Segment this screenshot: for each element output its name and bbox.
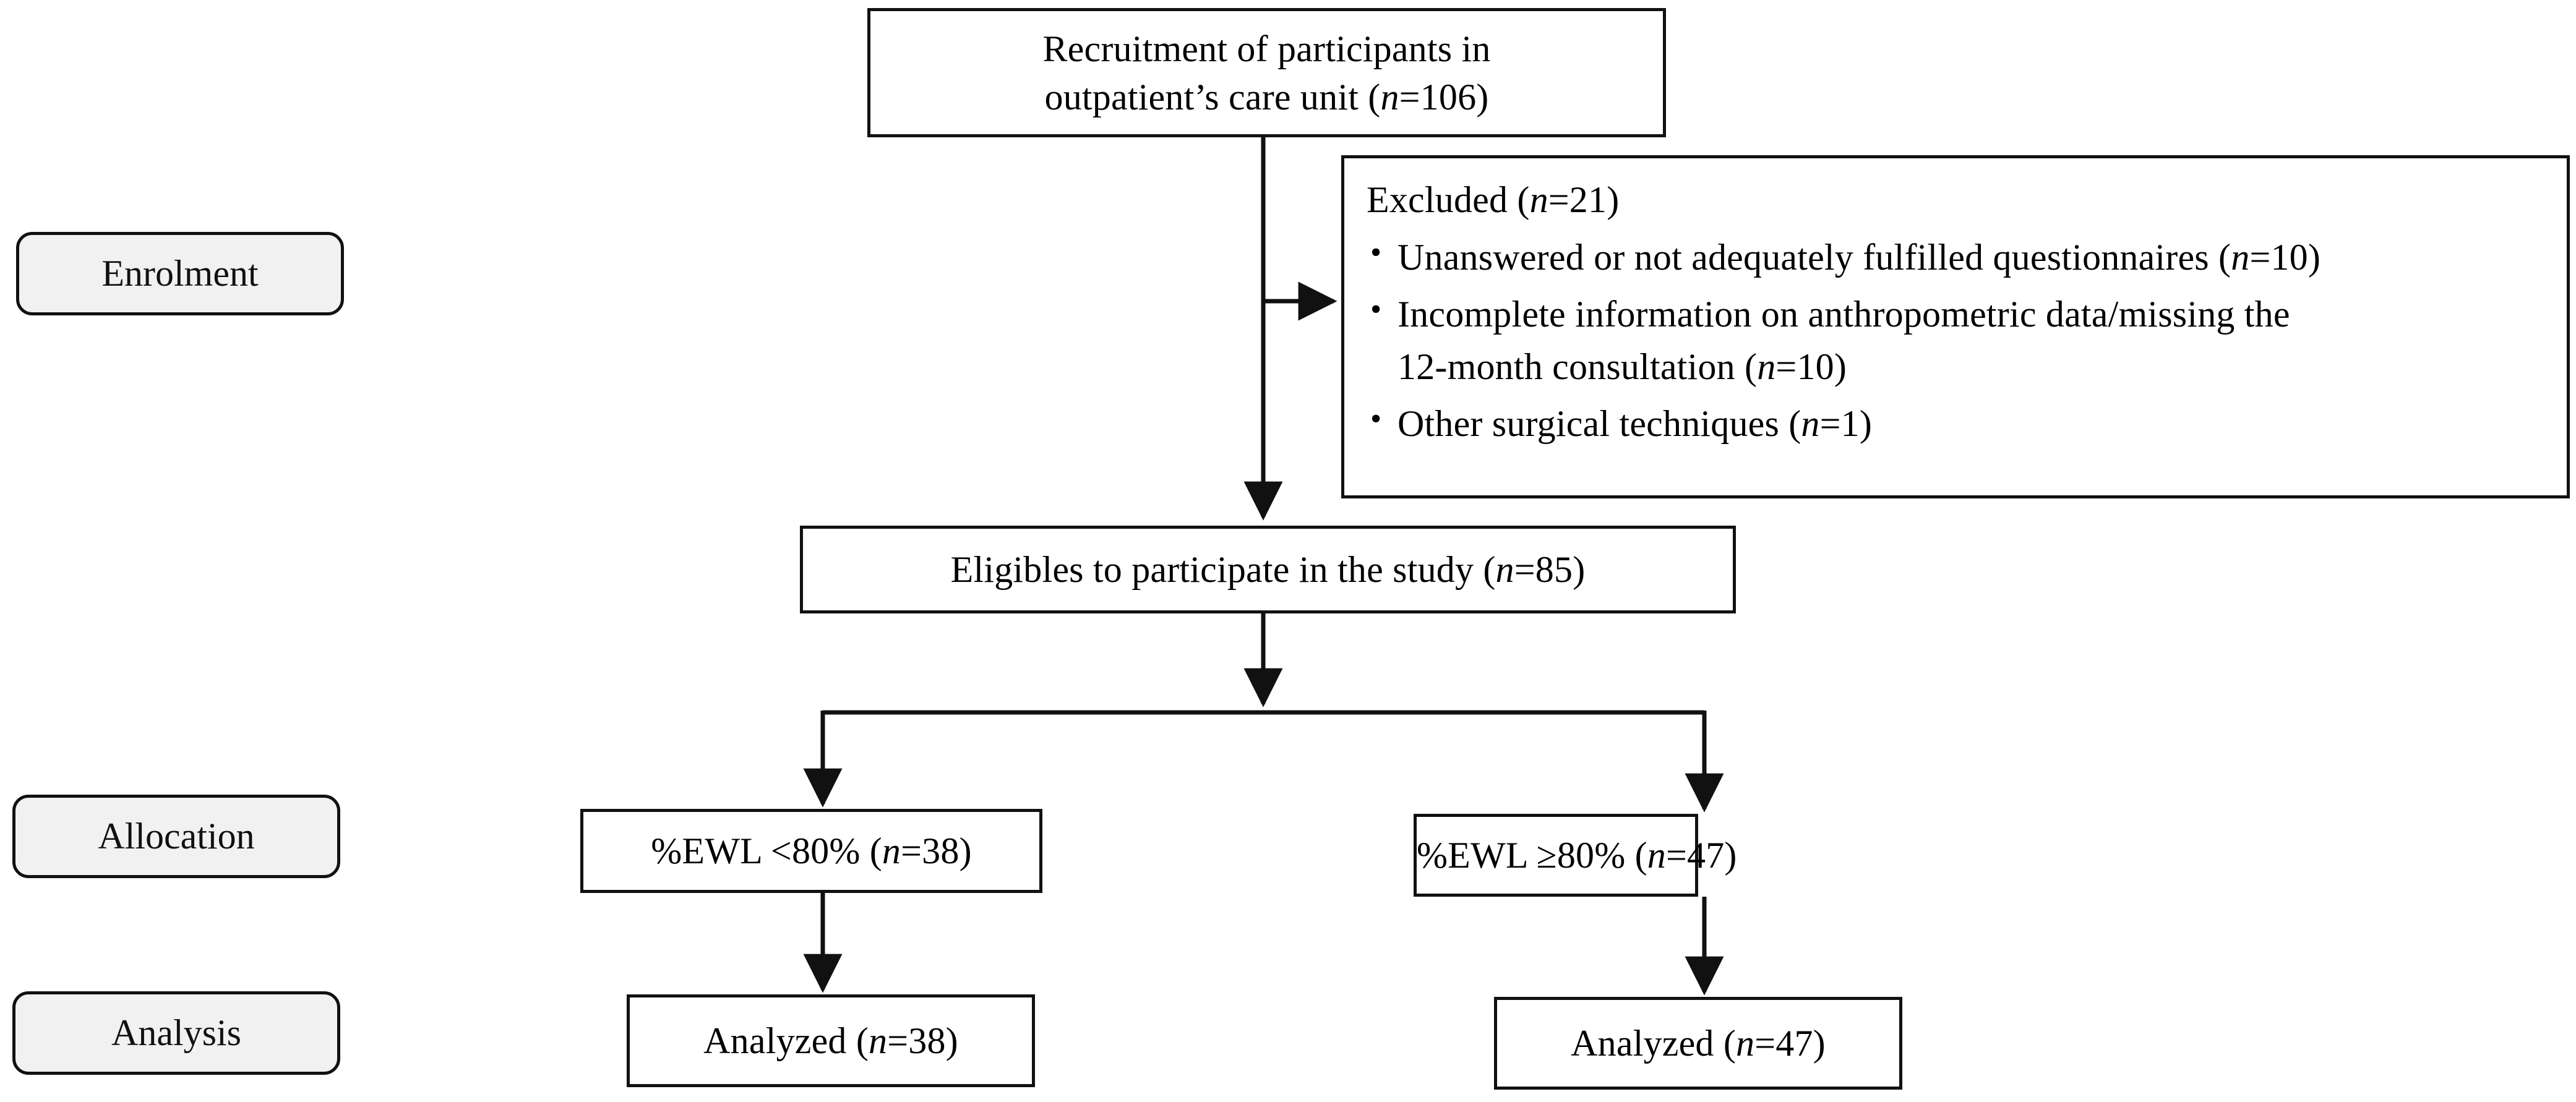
node-analyzed-low-post: =38) [887, 1020, 958, 1061]
node-excluded-heading-pre: Excluded ( [1367, 179, 1530, 220]
node-excluded-item-3-n: n [1801, 403, 1820, 445]
node-ewl-high-post: =47) [1665, 835, 1737, 876]
node-eligibles-n: n [1495, 549, 1514, 590]
node-excluded-item-2-n: n [1757, 346, 1776, 387]
node-excluded-item-1-pre: Incomplete information on anthropometric… [1397, 294, 2290, 335]
node-excluded-item-0-n: n [2231, 237, 2250, 278]
node-recruitment: Recruitment of participants in outpatien… [867, 8, 1666, 137]
node-excluded-heading: Excluded (n=21) [1367, 176, 2548, 224]
bullet-icon: • [1370, 292, 1382, 328]
list-item: • Unanswered or not adequately fulfilled … [1365, 233, 2548, 282]
node-eligibles-post: =85) [1514, 549, 1586, 590]
node-analyzed-high-pre: Analyzed ( [1571, 1023, 1737, 1064]
stage-label-enrolment-text: Enrolment [101, 253, 259, 294]
node-ewl-high-pre: %EWL ≥80% ( [1417, 835, 1647, 876]
node-excluded-item-0-pre: Unanswered or not adequately fulfilled q… [1397, 237, 2231, 278]
node-excluded-item-3-post: =1) [1819, 403, 1873, 445]
node-analyzed-low: Analyzed (n=38) [627, 994, 1035, 1087]
node-ewl-low: %EWL <80% (n=38) [580, 809, 1042, 893]
stage-label-analysis-text: Analysis [111, 1012, 241, 1053]
stage-label-analysis: Analysis [12, 991, 340, 1075]
stage-label-enrolment: Enrolment [16, 232, 344, 315]
node-recruitment-line2-post: =106) [1399, 76, 1489, 117]
node-eligibles-pre: Eligibles to participate in the study ( [950, 549, 1496, 590]
stage-label-allocation: Allocation [12, 795, 340, 878]
list-item: • Other surgical techniques (n=1) [1365, 399, 2548, 448]
node-excluded-list: • Unanswered or not adequately fulfilled … [1365, 233, 2548, 449]
node-excluded-heading-n: n [1529, 179, 1548, 220]
node-ewl-low-n: n [882, 831, 901, 871]
list-item: • Incomplete information on anthropometri… [1365, 289, 2548, 339]
node-excluded-heading-post: =21) [1548, 179, 1620, 220]
node-analyzed-low-pre: Analyzed ( [703, 1020, 869, 1061]
node-excluded-item-2-post: =10) [1775, 346, 1847, 387]
node-recruitment-line1: Recruitment of participants in [1042, 28, 1491, 69]
node-eligibles: Eligibles to participate in the study (n… [800, 526, 1736, 613]
node-excluded: Excluded (n=21) •Unanswered or not adequ… [1341, 155, 2570, 498]
stage-label-allocation-text: Allocation [98, 816, 255, 856]
node-ewl-high-n: n [1647, 835, 1666, 876]
node-recruitment-line2-pre: outpatient’s care unit ( [1044, 76, 1381, 117]
node-recruitment-line2-n: n [1380, 76, 1399, 117]
node-analyzed-high: Analyzed (n=47) [1494, 997, 1902, 1090]
node-ewl-low-pre: %EWL <80% ( [651, 831, 882, 871]
bullet-icon: • [1370, 235, 1382, 270]
node-analyzed-high-post: =47) [1754, 1023, 1826, 1064]
node-analyzed-high-n: n [1736, 1023, 1755, 1064]
bullet-icon: • [1370, 401, 1382, 437]
node-excluded-item-3-pre: Other surgical techniques ( [1397, 403, 1801, 445]
node-recruitment-line2: outpatient’s care unit (n=106) [870, 73, 1663, 121]
node-ewl-low-post: =38) [901, 831, 972, 871]
node-excluded-item-2-pre: 12-month consultation ( [1397, 346, 1758, 387]
node-excluded-item-0-post: =10) [2249, 237, 2321, 278]
node-ewl-high: %EWL ≥80% (n=47) [1414, 814, 1737, 897]
list-item-continuation: 12-month consultation (n=10) [1365, 342, 2548, 391]
node-analyzed-low-n: n [869, 1020, 888, 1061]
